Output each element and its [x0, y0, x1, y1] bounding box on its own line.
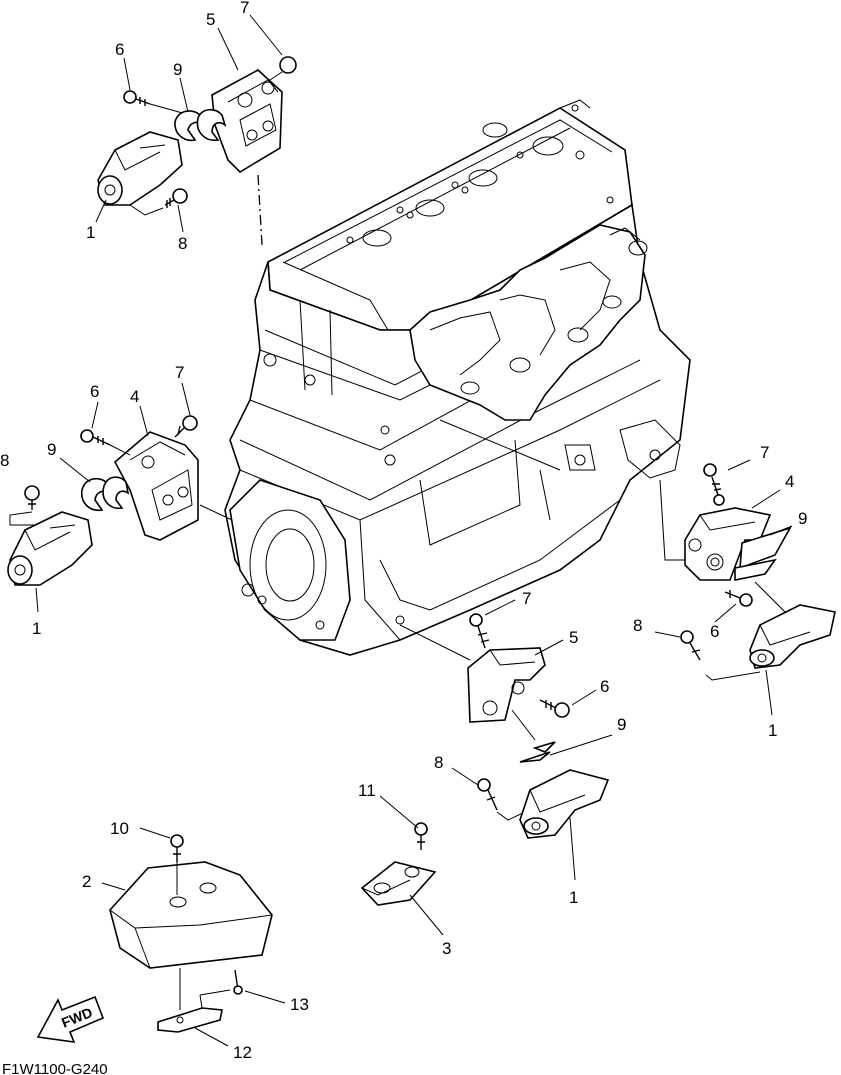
- callout-leaders: [35, 14, 793, 1047]
- callout-labels: 5 7 6 9 8 1 7 6 4 8 9 1 7 4 9 8 6 1 7 5 …: [0, 0, 807, 1062]
- callout-6: 6: [600, 677, 609, 696]
- midleft-mount-group: [7, 415, 199, 586]
- callout-13: 13: [290, 995, 309, 1014]
- callout-10: 10: [110, 819, 129, 838]
- callout-3: 3: [442, 939, 451, 958]
- callout-5: 5: [206, 10, 215, 29]
- callout-12: 12: [233, 1043, 252, 1062]
- callout-9: 9: [47, 440, 56, 459]
- callout-8: 8: [434, 753, 443, 772]
- callout-7: 7: [522, 589, 531, 608]
- callout-1: 1: [569, 888, 578, 907]
- top-mount-group: [97, 56, 297, 216]
- callout-8: 8: [178, 234, 187, 253]
- center-mount-group: [467, 613, 613, 839]
- callout-1: 1: [86, 223, 95, 242]
- engine-assembly: [224, 99, 691, 656]
- callout-6: 6: [710, 622, 719, 641]
- right-mount-group: [680, 463, 836, 669]
- fwd-arrow-icon: FWD: [36, 995, 105, 1043]
- callout-7: 7: [240, 0, 249, 17]
- callout-8: 8: [633, 616, 642, 635]
- lower-parts-group: [109, 822, 437, 1033]
- callout-11: 11: [358, 781, 376, 800]
- callout-1: 1: [768, 721, 777, 740]
- callout-1: 1: [32, 619, 41, 638]
- callout-5: 5: [569, 628, 578, 647]
- callout-8: 8: [0, 451, 9, 470]
- callout-4: 4: [130, 387, 139, 406]
- callout-6: 6: [90, 382, 99, 401]
- leader-lines: [199, 174, 761, 681]
- callout-9: 9: [173, 60, 182, 79]
- callout-6: 6: [115, 40, 124, 59]
- callout-9: 9: [617, 715, 626, 734]
- diagram-code: F1W1100-G240: [2, 1061, 108, 1075]
- callout-9: 9: [798, 509, 807, 528]
- callout-7: 7: [175, 363, 184, 382]
- callout-2: 2: [82, 872, 91, 891]
- callout-7: 7: [760, 443, 769, 462]
- callout-4: 4: [785, 472, 794, 491]
